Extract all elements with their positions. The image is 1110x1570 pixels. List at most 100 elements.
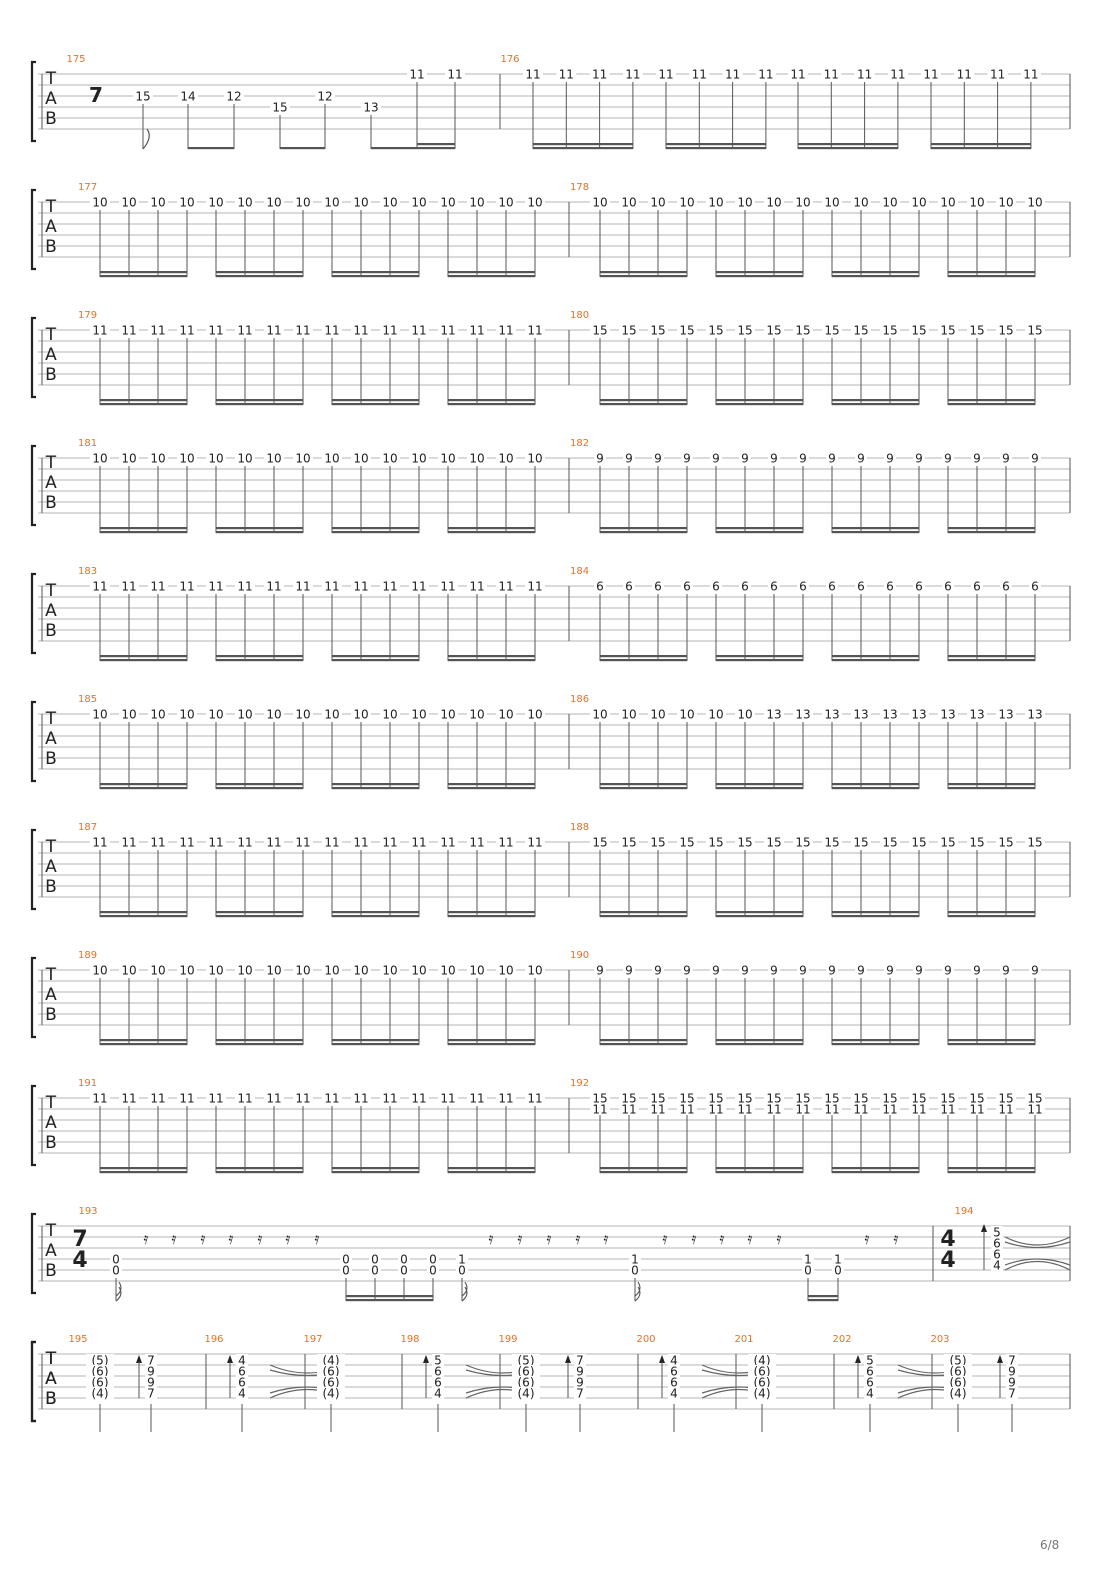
fret-backdrop bbox=[574, 1387, 586, 1399]
beam-secondary bbox=[448, 527, 535, 530]
beam-secondary bbox=[948, 399, 1035, 402]
fret-number: 10 bbox=[679, 196, 694, 210]
fret-number: 15 bbox=[766, 324, 781, 338]
fret-backdrop bbox=[1025, 836, 1045, 848]
beam-secondary bbox=[216, 783, 303, 786]
beam-secondary bbox=[832, 1167, 919, 1170]
tab-clef-letter: T bbox=[45, 581, 57, 601]
fret-backdrop bbox=[293, 964, 313, 976]
fret-number: 11 bbox=[1023, 68, 1038, 82]
fret-number: 10 bbox=[650, 196, 665, 210]
beam-primary bbox=[100, 915, 187, 918]
fret-number: 11 bbox=[411, 836, 426, 850]
beam-primary bbox=[600, 915, 687, 918]
fret-backdrop bbox=[967, 324, 987, 336]
fret-backdrop bbox=[177, 324, 197, 336]
fret-number: 11 bbox=[725, 68, 740, 82]
strum-up-arrow bbox=[981, 1224, 987, 1232]
fret-number: (4) bbox=[92, 1387, 109, 1401]
beam-secondary bbox=[600, 655, 687, 658]
fret-number: 15 bbox=[650, 836, 665, 850]
fret-number: 15 bbox=[969, 836, 984, 850]
tab-clef-letter: T bbox=[45, 325, 57, 345]
beam-primary bbox=[832, 403, 919, 406]
fret-number: 9 bbox=[915, 452, 923, 466]
tab-clef-letter: T bbox=[45, 197, 57, 217]
tab-clef-letter: A bbox=[45, 601, 57, 621]
fret-number: 7 bbox=[1008, 1354, 1016, 1368]
measure-number: 199 bbox=[498, 1334, 517, 1345]
sixteenth-rest: 𝄿 bbox=[748, 1229, 753, 1248]
fret-backdrop bbox=[880, 324, 900, 336]
beam-primary bbox=[332, 275, 419, 278]
fret-number: 10 bbox=[592, 196, 607, 210]
fret-number: 10 bbox=[382, 452, 397, 466]
beam-secondary bbox=[448, 1039, 535, 1042]
fret-backdrop bbox=[677, 1103, 697, 1115]
fret-backdrop bbox=[797, 452, 809, 464]
fret-backdrop bbox=[322, 836, 342, 848]
fret-number: 9 bbox=[1008, 1376, 1016, 1390]
fret-number: 15 bbox=[737, 324, 752, 338]
strum-up-arrow bbox=[997, 1355, 1003, 1363]
fret-number: 10 bbox=[295, 964, 310, 978]
beam-secondary bbox=[417, 143, 455, 146]
tab-clef-letter: B bbox=[45, 1389, 57, 1409]
fret-backdrop bbox=[512, 1387, 540, 1399]
fret-backdrop bbox=[938, 1103, 958, 1115]
fret-backdrop bbox=[942, 580, 954, 592]
fret-number: 13 bbox=[969, 708, 984, 722]
fret-number: 15 bbox=[969, 324, 984, 338]
fret-backdrop bbox=[1006, 1376, 1018, 1388]
fret-number: 15 bbox=[737, 1092, 752, 1106]
fret-number: 15 bbox=[766, 1092, 781, 1106]
measure-number: 186 bbox=[570, 694, 589, 705]
beam-secondary bbox=[332, 1039, 419, 1042]
fret-backdrop bbox=[887, 68, 908, 80]
fret-number: 11 bbox=[592, 1103, 607, 1117]
fret-backdrop bbox=[1025, 1092, 1045, 1104]
fret-number: 11 bbox=[353, 580, 368, 594]
fret-number: 11 bbox=[382, 1092, 397, 1106]
fret-number: 0 bbox=[112, 1264, 120, 1278]
fret-backdrop bbox=[909, 836, 929, 848]
strum-up-arrow bbox=[855, 1355, 861, 1363]
beam-primary bbox=[832, 659, 919, 662]
tab-clef-letter: A bbox=[45, 1369, 57, 1389]
fret-backdrop bbox=[322, 1092, 342, 1104]
fret-number: 10 bbox=[592, 708, 607, 722]
fret-backdrop bbox=[971, 580, 983, 592]
fret-backdrop bbox=[380, 324, 400, 336]
fret-number: 13 bbox=[853, 708, 868, 722]
fret-number: 6 bbox=[1031, 580, 1039, 594]
fret-backdrop bbox=[409, 580, 429, 592]
tab-clef-letter: B bbox=[45, 749, 57, 769]
fret-backdrop bbox=[668, 1354, 680, 1366]
beam-primary bbox=[332, 659, 419, 662]
beam-primary bbox=[798, 147, 898, 150]
fret-number: 7 bbox=[1008, 1387, 1016, 1401]
fret-number: 11 bbox=[679, 1103, 694, 1117]
fret-number: 9 bbox=[770, 964, 778, 978]
beam-primary bbox=[448, 659, 535, 662]
fret-number: 15 bbox=[882, 324, 897, 338]
fret-number: 15 bbox=[621, 836, 636, 850]
tab-clef-letter: T bbox=[45, 965, 57, 985]
fret-backdrop bbox=[1006, 1387, 1018, 1399]
fret-backdrop bbox=[445, 68, 465, 80]
fret-number: 6 bbox=[857, 580, 865, 594]
beam-secondary bbox=[216, 527, 303, 530]
fret-backdrop bbox=[967, 836, 987, 848]
fret-number: 6 bbox=[944, 580, 952, 594]
system-bracket bbox=[30, 316, 36, 399]
fret-number: 15 bbox=[621, 324, 636, 338]
fret-number: 10 bbox=[208, 452, 223, 466]
fret-backdrop bbox=[938, 324, 958, 336]
fret-number: 15 bbox=[969, 1092, 984, 1106]
fret-backdrop bbox=[293, 324, 313, 336]
fret-number: 15 bbox=[737, 836, 752, 850]
fret-number: 6 bbox=[434, 1376, 442, 1390]
fret-backdrop bbox=[224, 90, 244, 102]
fret-number: 15 bbox=[998, 324, 1013, 338]
